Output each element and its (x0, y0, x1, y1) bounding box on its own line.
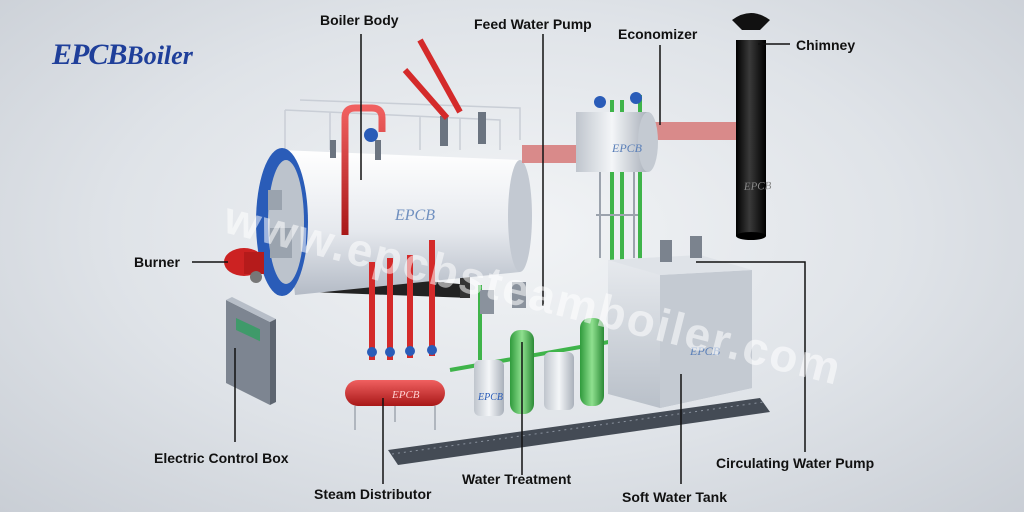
chimney: EPCB (732, 13, 772, 240)
svg-text:EPCB: EPCB (477, 392, 503, 403)
steam-distributor: EPCB (345, 380, 445, 430)
boiler-brand-mark: EPCB (395, 207, 435, 224)
svg-text:EPCB: EPCB (611, 141, 643, 155)
leader-lines (192, 34, 806, 484)
label-boiler-body: Boiler Body (320, 12, 399, 28)
label-steam-distributor: Steam Distributor (314, 486, 432, 502)
label-electric-control-box: Electric Control Box (154, 450, 289, 466)
logo-brand: EPCB (52, 38, 127, 71)
label-water-treatment: Water Treatment (462, 471, 572, 487)
svg-text:EPCB: EPCB (743, 180, 772, 193)
soft-water-tank: EPCB (608, 236, 752, 408)
label-soft-water-tank: Soft Water Tank (622, 489, 728, 505)
steam-distributor-pipes (369, 240, 435, 360)
electric-control-box (226, 297, 276, 405)
label-chimney: Chimney (796, 37, 856, 53)
floor-grating (388, 398, 770, 465)
boiler-body (256, 38, 532, 298)
label-burner: Burner (134, 254, 180, 270)
label-economizer: Economizer (618, 26, 698, 42)
burner (224, 248, 264, 283)
logo-suffix: Boiler (126, 41, 193, 70)
brand-logo: EPCBBoiler (52, 38, 193, 72)
svg-text:EPCB: EPCB (391, 389, 420, 401)
label-feed-water-pump: Feed Water Pump (474, 16, 592, 32)
economizer: EPCB (522, 92, 740, 258)
svg-text:EPCB: EPCB (689, 344, 721, 358)
label-circulating-water-pump: Circulating Water Pump (716, 455, 875, 471)
